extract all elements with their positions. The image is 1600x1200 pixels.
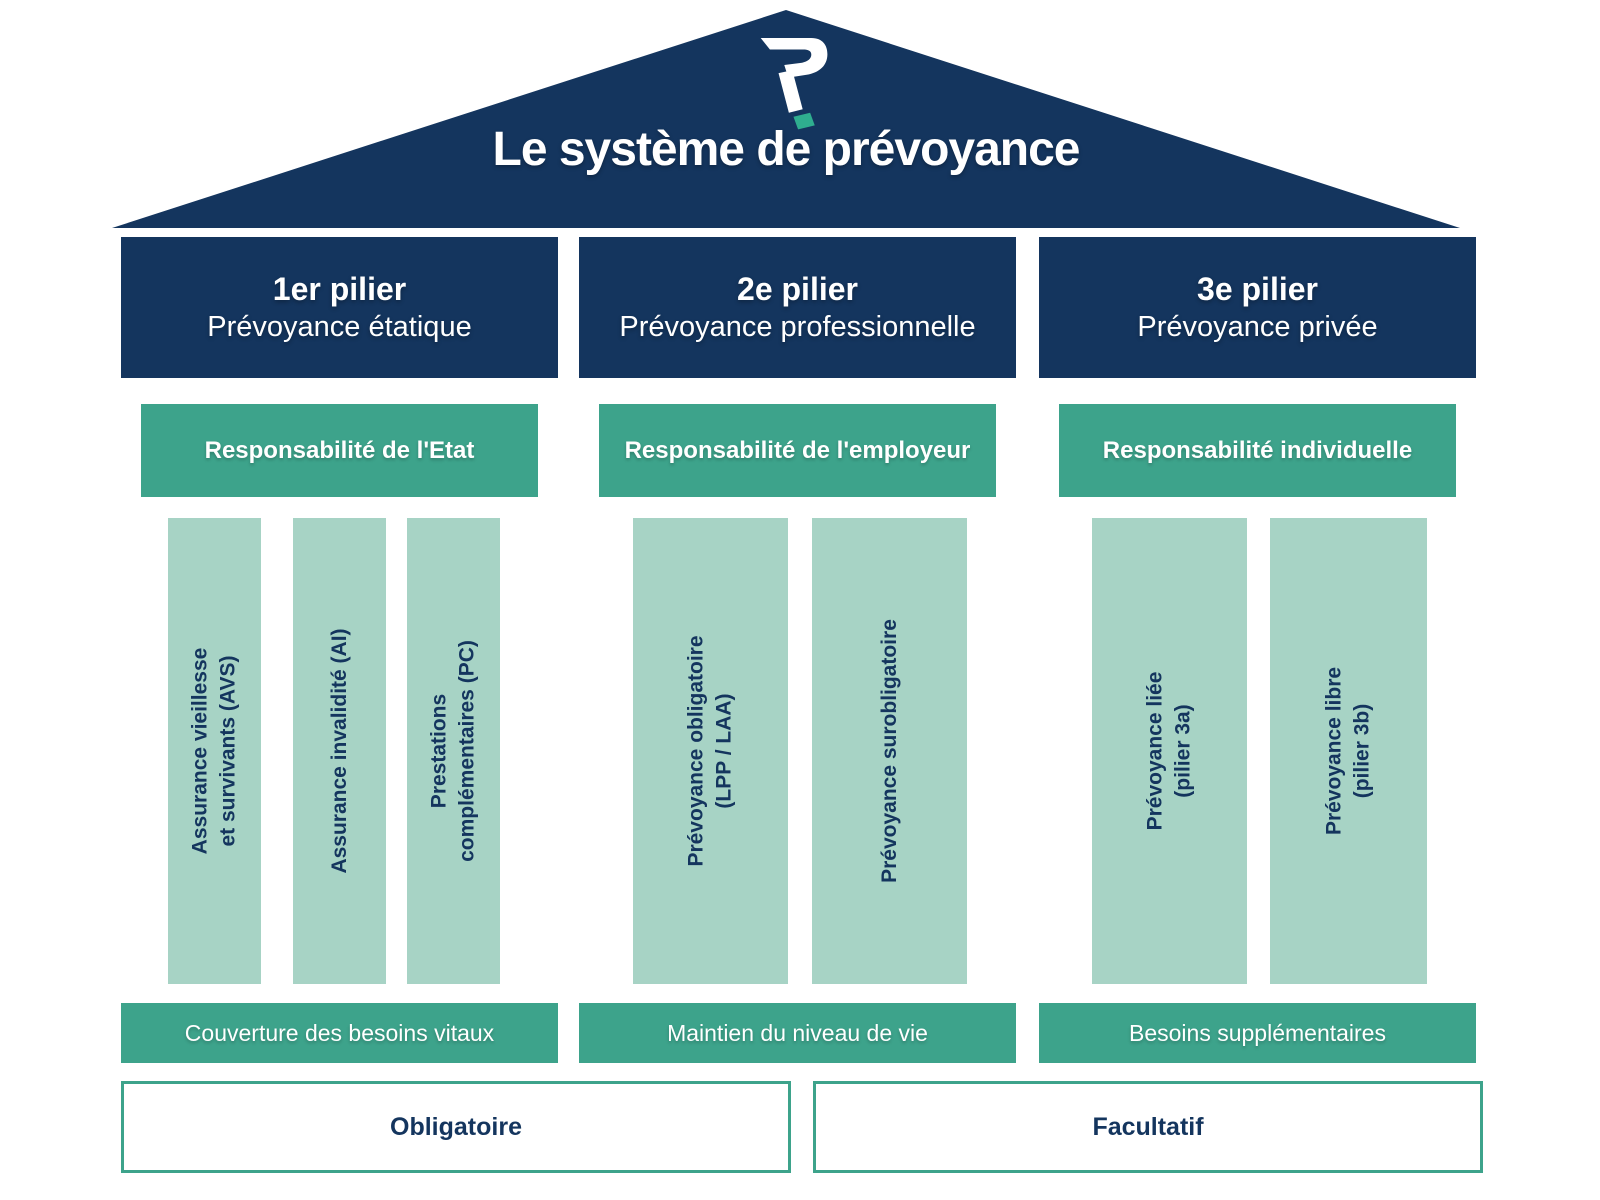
column-pilier-3b: Prévoyance libre (pilier 3b) <box>1270 518 1427 984</box>
column-avs: Assurance vieillesse et survivants (AVS) <box>168 518 261 984</box>
column-lpp-laa: Prévoyance obligatoire (LPP / LAA) <box>633 518 788 984</box>
column-avs-label: Assurance vieillesse et survivants (AVS) <box>188 647 240 855</box>
roof-shape: Le système de prévoyance <box>112 10 1460 228</box>
column-lpp-laa-label: Prévoyance obligatoire (LPP / LAA) <box>684 635 736 867</box>
column-pc-label: Prestations complémentaires (PC) <box>427 640 479 862</box>
column-surobligatoire: Prévoyance surobligatoire <box>812 518 967 984</box>
pillar-1-title: 1er pilier <box>272 271 407 308</box>
obligatoire-box: Obligatoire <box>121 1081 791 1173</box>
pillar-1-responsibility-bar: Responsabilité de l'Etat <box>141 404 538 497</box>
pillar-2-title: 2e pilier <box>737 271 858 308</box>
column-ai-label: Assurance invalidité (AI) <box>327 628 351 874</box>
pillar-3-subtitle: Prévoyance privée <box>1137 311 1378 344</box>
pillar-3-responsibility-bar: Responsabilité individuelle <box>1059 404 1456 497</box>
pillar-1-header: 1er pilier Prévoyance étatique <box>121 237 558 378</box>
column-pilier-3a: Prévoyance liée (pilier 3a) <box>1092 518 1247 984</box>
pillar-2-header: 2e pilier Prévoyance professionnelle <box>579 237 1016 378</box>
column-pilier-3b-label: Prévoyance libre (pilier 3b) <box>1322 666 1374 836</box>
column-pilier-3a-label: Prévoyance liée (pilier 3a) <box>1143 671 1195 831</box>
pillar-2-goal-bar: Maintien du niveau de vie <box>579 1003 1016 1063</box>
pillar-1-subtitle: Prévoyance étatique <box>207 311 472 344</box>
r-mark-logo-icon <box>760 38 828 130</box>
facultatif-box: Facultatif <box>813 1081 1483 1173</box>
column-ai: Assurance invalidité (AI) <box>293 518 386 984</box>
pillar-1-goal-bar: Couverture des besoins vitaux <box>121 1003 558 1063</box>
pillar-2-subtitle: Prévoyance professionnelle <box>619 311 976 344</box>
column-surobligatoire-label: Prévoyance surobligatoire <box>877 619 901 883</box>
pillar-3-header: 3e pilier Prévoyance privée <box>1039 237 1476 378</box>
pillar-2-responsibility-bar: Responsabilité de l'employeur <box>599 404 996 497</box>
pillar-3-title: 3e pilier <box>1197 271 1318 308</box>
pillar-3-goal-bar: Besoins supplémentaires <box>1039 1003 1476 1063</box>
column-pc: Prestations complémentaires (PC) <box>407 518 500 984</box>
page-title: Le système de prévoyance <box>492 123 1081 176</box>
